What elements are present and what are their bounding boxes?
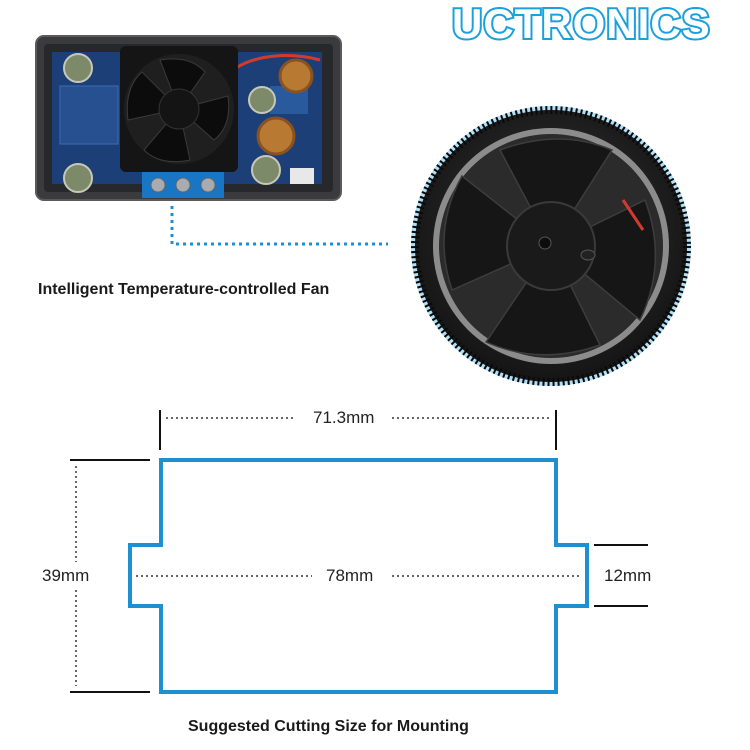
fan-feature-caption: Intelligent Temperature-controlled Fan: [38, 281, 330, 298]
top-width-label: 71.3mm: [309, 408, 379, 428]
mounting-caption: Suggested Cutting Size for Mounting: [188, 718, 469, 735]
zoomed-fan-photo: [411, 106, 691, 386]
brand-logo: UCTRONICS: [450, 0, 712, 49]
tab-height-label: 12mm: [600, 566, 656, 586]
height-label: 39mm: [38, 566, 94, 586]
cutting-outline: [128, 458, 589, 694]
total-width-label: 78mm: [322, 566, 378, 586]
callout-connector: [170, 206, 388, 246]
module-photo: [35, 35, 342, 201]
